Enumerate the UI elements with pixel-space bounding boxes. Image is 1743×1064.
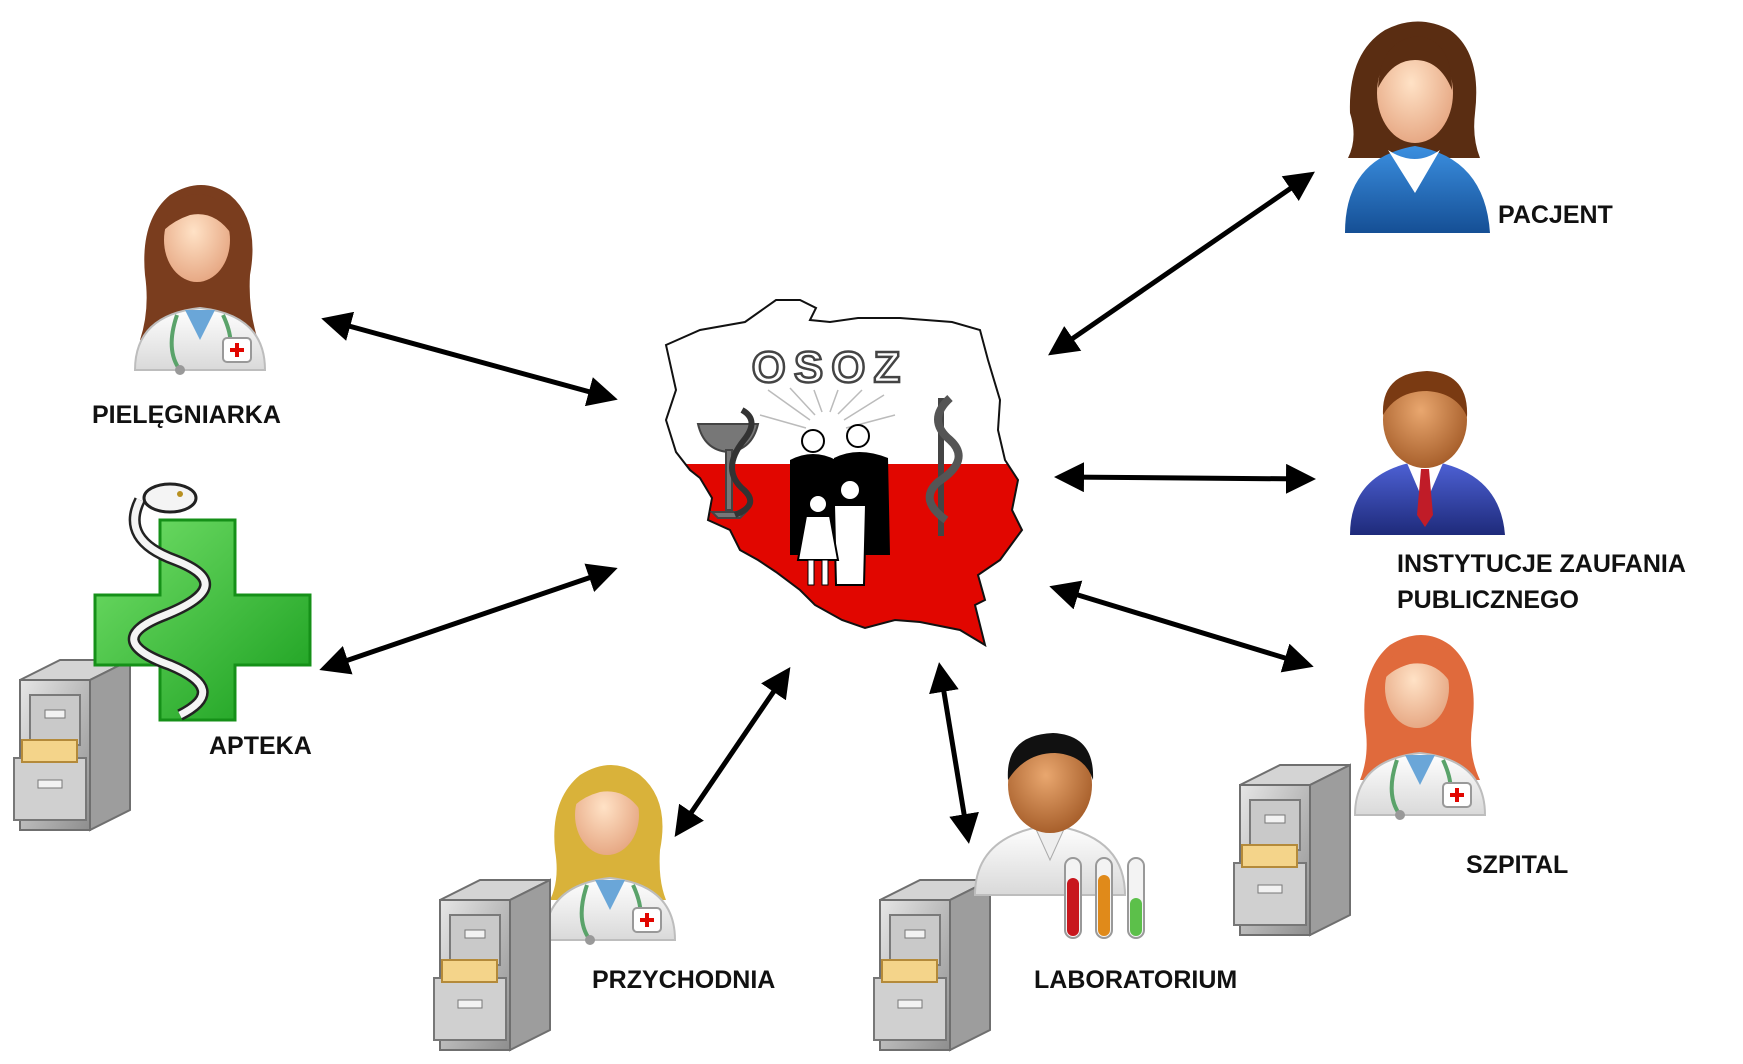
label-instytucje-line2: PUBLICZNEGO xyxy=(1397,586,1579,614)
logo-title: OSOZ xyxy=(752,343,909,392)
arrow-apteka xyxy=(319,563,618,675)
arrow-laboratorium xyxy=(929,662,979,844)
hospital-doctor-icon xyxy=(1233,635,1487,936)
label-laboratorium: LABORATORIUM xyxy=(1034,966,1238,994)
arrow-instytucje xyxy=(1054,462,1316,494)
connector-arrows xyxy=(319,171,1316,844)
asclepius-rod-icon xyxy=(925,395,963,536)
arrow-pacjent xyxy=(1048,171,1315,356)
official-icon xyxy=(1350,371,1505,535)
osoz-logo: OSOZ xyxy=(665,299,1023,646)
label-instytucje-line1: INSTYTUCJE ZAUFANIA xyxy=(1397,550,1686,578)
label-szpital: SZPITAL xyxy=(1466,851,1569,879)
patient-icon xyxy=(1345,21,1490,233)
lab-technician-icon xyxy=(873,733,1145,1051)
family-icon xyxy=(790,424,890,586)
label-pielegniarka: PIELĘGNIARKA xyxy=(92,401,281,429)
test-tubes-icon xyxy=(1064,857,1145,939)
hygieia-bowl-icon xyxy=(696,407,760,519)
arrow-szpital xyxy=(1049,580,1314,673)
label-pacjent: PACJENT xyxy=(1498,201,1613,229)
pharmacy-cross-icon xyxy=(13,482,312,831)
nurse-icon xyxy=(133,185,267,377)
label-apteka: APTEKA xyxy=(209,732,312,760)
arrow-przychodnia xyxy=(674,667,791,837)
arrow-pielegniarka xyxy=(321,311,618,407)
label-przychodnia: PRZYCHODNIA xyxy=(592,966,776,994)
clinic-doctor-icon xyxy=(433,765,677,1051)
